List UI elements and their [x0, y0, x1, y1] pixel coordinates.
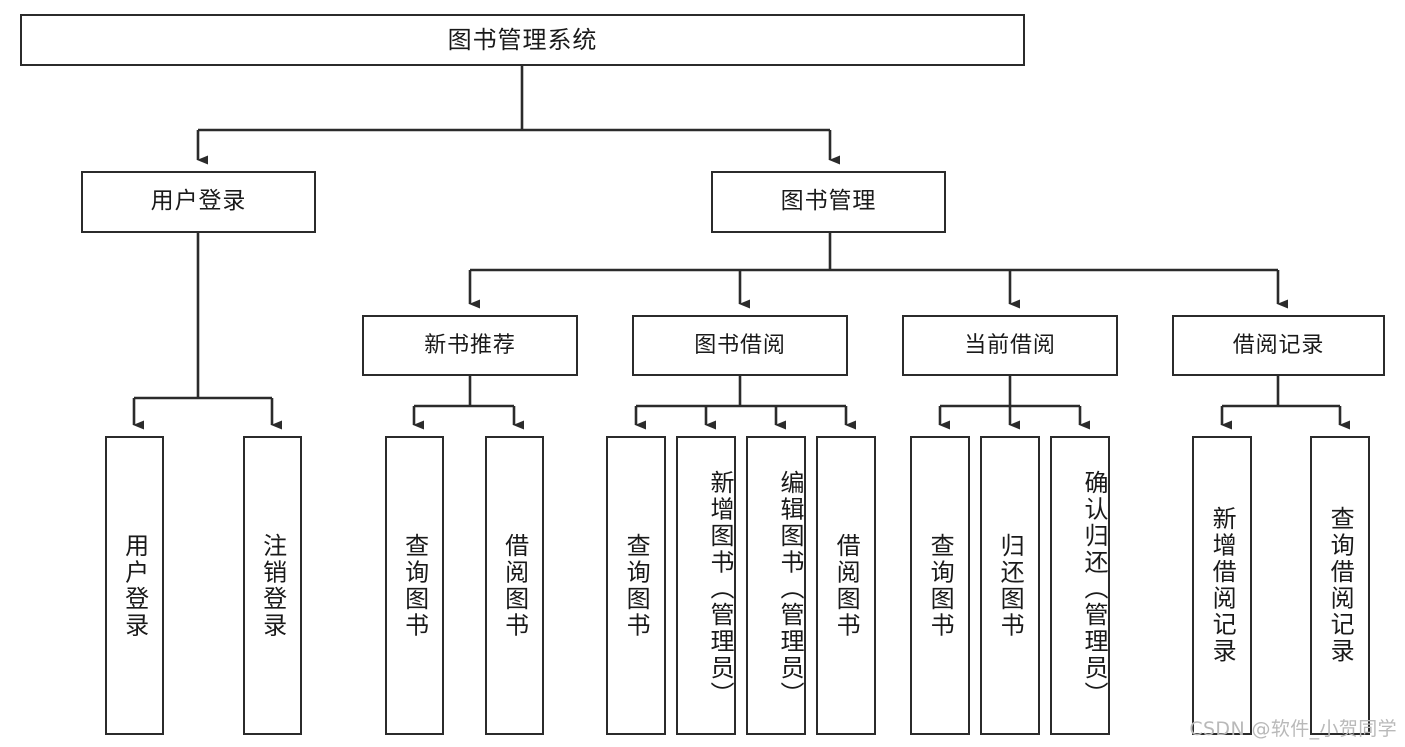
leaf-logout[interactable]: 注销登录 [243, 436, 302, 735]
node-label: 借阅图书 [832, 532, 861, 639]
node-current-borrow[interactable]: 当前借阅 [902, 315, 1118, 376]
node-user-login[interactable]: 用户登录 [81, 171, 316, 233]
node-new-book-recommend[interactable]: 新书推荐 [362, 315, 578, 376]
node-label: 借阅记录 [1232, 332, 1325, 358]
node-label: 编辑图书（管理员） [776, 469, 804, 708]
leaf-query-borrow-record[interactable]: 查询借阅记录 [1310, 436, 1370, 735]
node-label: 查询图书 [400, 532, 429, 639]
node-label: 确认归还（管理员） [1080, 469, 1108, 708]
node-label: 用户登录 [150, 188, 247, 215]
leaf-query-book-borrow[interactable]: 查询图书 [606, 436, 666, 735]
node-label: 新增图书（管理员） [706, 469, 734, 708]
leaf-user-login[interactable]: 用户登录 [105, 436, 164, 735]
leaf-confirm-return-admin[interactable]: 确认归还（管理员） [1050, 436, 1110, 735]
node-label: 新增借阅记录 [1208, 506, 1237, 665]
node-label: 查询借阅记录 [1326, 506, 1355, 665]
node-book-borrow[interactable]: 图书借阅 [632, 315, 848, 376]
node-label: 借阅图书 [500, 532, 529, 639]
leaf-query-book-recommend[interactable]: 查询图书 [385, 436, 444, 735]
node-label: 查询图书 [926, 532, 955, 639]
node-label: 当前借阅 [964, 332, 1056, 358]
node-label: 新书推荐 [424, 332, 516, 358]
node-label: 归还图书 [996, 532, 1025, 639]
watermark: CSDN @软件_小贺同学 [1189, 718, 1397, 740]
node-label: 用户登录 [120, 532, 149, 639]
leaf-add-borrow-record[interactable]: 新增借阅记录 [1192, 436, 1252, 735]
leaf-query-book-current[interactable]: 查询图书 [910, 436, 970, 735]
node-borrow-record[interactable]: 借阅记录 [1172, 315, 1385, 376]
leaf-edit-book-admin[interactable]: 编辑图书（管理员） [746, 436, 806, 735]
leaf-borrow-book-recommend[interactable]: 借阅图书 [485, 436, 544, 735]
node-book-management[interactable]: 图书管理 [711, 171, 946, 233]
node-label: 图书借阅 [694, 332, 786, 358]
node-root-book-management-system[interactable]: 图书管理系统 [20, 14, 1025, 66]
leaf-borrow-book[interactable]: 借阅图书 [816, 436, 876, 735]
node-label: 图书管理系统 [447, 25, 598, 54]
node-label: 查询图书 [622, 532, 651, 639]
leaf-return-book[interactable]: 归还图书 [980, 436, 1040, 735]
leaf-add-book-admin[interactable]: 新增图书（管理员） [676, 436, 736, 735]
node-label: 注销登录 [258, 532, 287, 639]
node-label: 图书管理 [780, 188, 877, 215]
